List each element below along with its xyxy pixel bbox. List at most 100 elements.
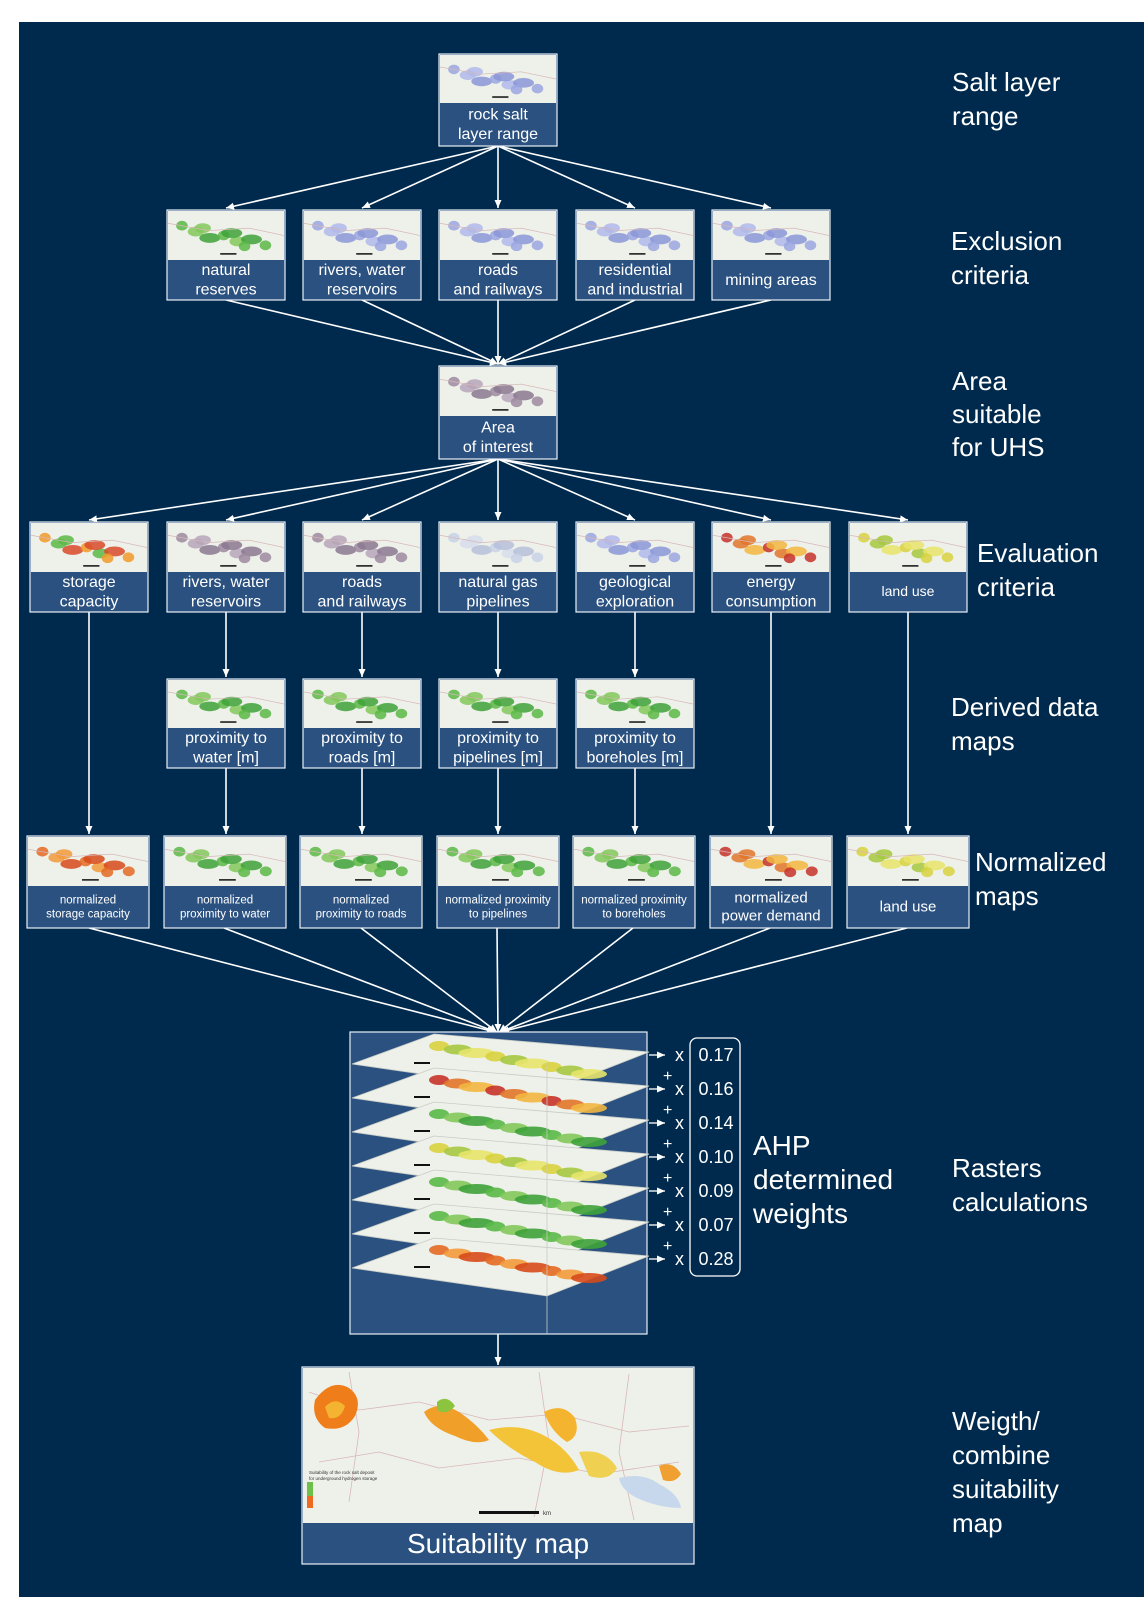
area-of-interest-node-label-line-2: of interest: [463, 439, 534, 456]
normalized-node-4-label-line-2: to pipelines: [469, 908, 527, 920]
normalized-node-5-thumbnail-features: [573, 846, 695, 881]
evaluation-node-1-label-line-2: capacity: [60, 593, 119, 610]
edge: [225, 299, 499, 366]
edge: [497, 458, 636, 521]
stage-normalized-line-1: Normalized: [975, 847, 1107, 877]
derived-node-1-label-line-2: water [m]: [192, 749, 259, 766]
derived-node-2-thumbnail: [303, 680, 421, 728]
derived-node-1-thumbnail: [167, 680, 285, 728]
evaluation-node-5-label-line-1: geological: [599, 574, 671, 591]
map-scale-bar: [479, 1511, 539, 1514]
derived-node-4: proximity to boreholes [m]: [575, 678, 695, 769]
raster-layer-1: [351, 1033, 650, 1093]
weights-bracket: [689, 1037, 741, 1277]
edge: [497, 145, 636, 209]
stage-area-line-3: for UHS: [952, 432, 1044, 462]
weight-multiplier-2: x: [675, 1079, 684, 1099]
weight-plus-6: +: [663, 1238, 672, 1255]
exclusion-node-2-label-line-1: rivers, water: [318, 262, 406, 279]
edge: [499, 927, 771, 1033]
raster-layer-3: [351, 1101, 650, 1161]
stage-labels: Salt layer range Exclusion criteria Area…: [951, 67, 1107, 1538]
normalized-node-4-thumbnail-features: [437, 846, 559, 881]
weight-multiplier-7: x: [675, 1249, 684, 1269]
stage-weigth-line-3: suitability: [952, 1474, 1059, 1504]
derived-node-4-label-line-1: proximity to: [594, 730, 676, 747]
edges: [85, 145, 912, 1365]
raster-layer-4: [351, 1135, 650, 1195]
suitability-map-image: [303, 1368, 693, 1523]
evaluation-node-5-label-line-2: exploration: [596, 593, 674, 610]
derived-node-2-label-line-2: roads [m]: [329, 749, 396, 766]
evaluation-node-3-thumbnail: [303, 523, 421, 572]
derived-node-4-label-line-2: boreholes [m]: [587, 749, 684, 766]
normalized-node-7: land use: [846, 835, 970, 929]
derived-node-4-thumbnail-features: [576, 689, 694, 723]
stage-normalized-line-2: maps: [975, 881, 1039, 911]
normalized-node-2-thumbnail-features: [164, 846, 286, 881]
exclusion-node-3-thumbnail-features: [439, 220, 557, 255]
exclusion-node-5-label-line-1: mining areas: [725, 272, 817, 289]
evaluation-node-7-thumbnail-features: [849, 532, 967, 567]
normalized-node-1-label-line-2: storage capacity: [46, 908, 130, 920]
derived-node-4-thumbnail: [576, 680, 694, 728]
evaluation-node-2-label-line-1: rivers, water: [182, 574, 270, 591]
exclusion-node-5-thumbnail-features: [712, 220, 830, 255]
stage-exclusion-line-1: Exclusion: [951, 226, 1062, 256]
weight-plus-2: +: [663, 1102, 672, 1119]
derived-node-2-thumbnail-features: [303, 689, 421, 723]
normalized-node-2-thumbnail: [164, 837, 286, 886]
evaluation-node-4-thumbnail: [439, 523, 557, 572]
raster-layer-5: [351, 1169, 650, 1229]
weights-caption-line-2: determined: [753, 1164, 893, 1195]
normalized-node-7-thumbnail: [847, 837, 969, 886]
stage-area-line-2: suitable: [952, 399, 1042, 429]
edge: [500, 927, 908, 1034]
exclusion-node-3-thumbnail: [439, 211, 557, 260]
exclusion-node-3-label-line-1: roads: [478, 262, 518, 279]
evaluation-node-6-thumbnail-features: [712, 532, 830, 567]
edge: [494, 927, 502, 1033]
normalized-node-6-thumbnail: [710, 837, 832, 886]
derived-node-3-label-line-1: proximity to: [457, 730, 539, 747]
stage-exclusion-line-2: criteria: [951, 260, 1030, 290]
edge: [88, 927, 496, 1034]
suitability-map-label-band: [303, 1523, 693, 1563]
edge: [498, 927, 634, 1033]
stage-evaluation-line-1: Evaluation: [977, 538, 1098, 568]
raster-layers: [351, 1033, 650, 1334]
exclusion-node-5-thumbnail: [712, 211, 830, 260]
derived-node-2: proximity to roads [m]: [302, 678, 422, 769]
weight-value-2: 0.16: [698, 1079, 733, 1099]
exclusion-node-4-thumbnail: [576, 211, 694, 260]
suitability-legend-line-2: for underground hydrogen storage: [309, 1476, 378, 1481]
normalized-node-1-label-line-1: normalized: [60, 895, 116, 907]
evaluation-node-2-thumbnail-features: [167, 532, 285, 567]
exclusion-node-2-thumbnail-features: [303, 220, 421, 255]
weights-caption-line-3: weights: [752, 1198, 848, 1229]
derived-node-2-label-line-1: proximity to: [321, 730, 403, 747]
area-of-interest-node-label-line-1: Area: [481, 420, 515, 437]
edge: [360, 927, 498, 1033]
suitability-zones: [314, 1384, 681, 1508]
derived-node-1-thumbnail-features: [167, 689, 285, 723]
stage-weigth-line-2: combine: [952, 1440, 1050, 1470]
area-of-interest-node-thumbnail-features: [439, 376, 557, 411]
normalized-node-2-label-line-1: normalized: [197, 895, 253, 907]
normalized-node-7-label-line-1: land use: [880, 899, 937, 916]
weight-plus-3: +: [663, 1136, 672, 1153]
evaluation-node-5: geological exploration: [575, 521, 695, 613]
weight-multiplier-3: x: [675, 1113, 684, 1133]
